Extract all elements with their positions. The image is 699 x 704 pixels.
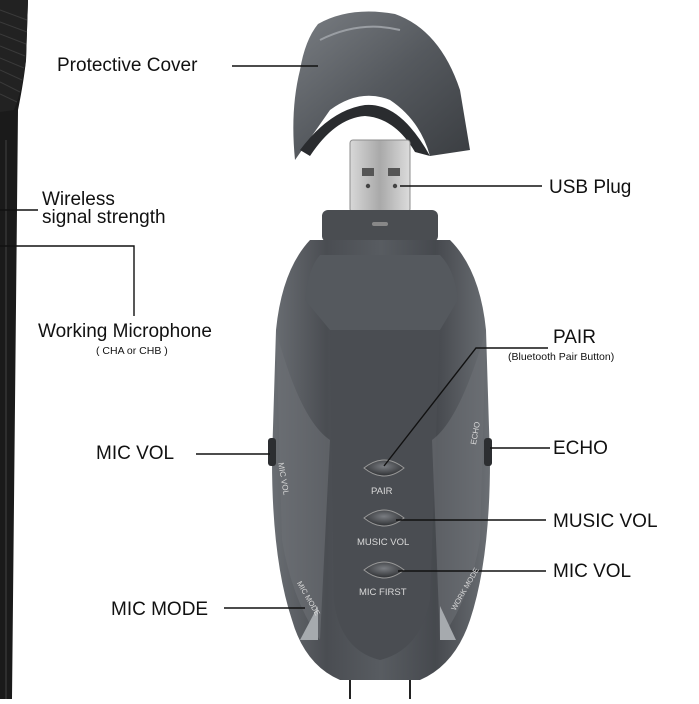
device-label-mic-first: MIC FIRST	[359, 587, 407, 598]
callout-wireless-line1: Wireless	[42, 189, 115, 210]
callout-protective-cover: Protective Cover	[57, 55, 198, 76]
protective-cover-illustration	[293, 11, 470, 160]
leader-lines	[0, 65, 550, 609]
callout-usb-plug: USB Plug	[549, 177, 632, 198]
callout-working-microphone: Working Microphone	[38, 321, 212, 342]
callout-mic-vol-right: MIC VOL	[553, 561, 632, 582]
callout-echo: ECHO	[553, 438, 608, 459]
device-body-illustration	[268, 222, 492, 699]
callout-pair: PAIR	[553, 327, 596, 348]
device-label-pair: PAIR	[371, 486, 393, 497]
usb-plug-illustration	[322, 139, 438, 242]
microphone-illustration	[0, 0, 28, 699]
callout-pair-sub: (Bluetooth Pair Button)	[508, 351, 615, 363]
device-label-music-vol: MUSIC VOL	[357, 537, 410, 548]
callout-mic-mode: MIC MODE	[111, 599, 209, 620]
callout-wireless-line2: signal strength	[42, 207, 166, 228]
callout-mic-vol-left: MIC VOL	[96, 443, 175, 464]
callout-music-vol: MUSIC VOL	[553, 511, 658, 532]
callout-working-microphone-sub: ( CHA or CHB )	[96, 345, 168, 357]
